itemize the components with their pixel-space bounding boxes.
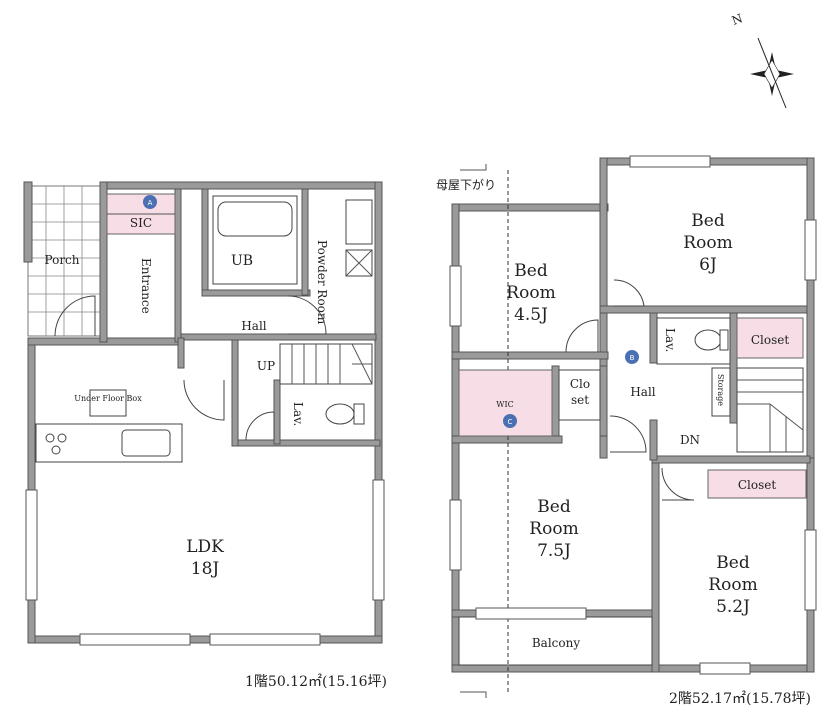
bed-6j-name: Bed	[691, 211, 725, 231]
balcony-label: Balcony	[532, 636, 580, 650]
hall-label-2f: Hall	[630, 385, 655, 399]
porch-label: Porch	[45, 253, 80, 267]
under-floor-box-label: Under Floor Box	[74, 394, 142, 403]
lav-label-2f: Lav.	[663, 328, 677, 352]
bed-7-5j-name: Bed	[537, 497, 571, 517]
bed-5-2j-size: 5.2J	[716, 597, 750, 617]
dn-label: DN	[680, 433, 700, 447]
closet-1-label: Closet	[751, 333, 790, 347]
sic-label: SIC	[130, 216, 152, 230]
entrance-label: Entrance	[139, 258, 153, 314]
ldk-size: 18J	[191, 559, 220, 579]
hall-label-1f: Hall	[241, 319, 266, 333]
storage-label: Storage	[716, 374, 725, 406]
closet-1	[736, 317, 804, 359]
porch-tiles	[23, 181, 103, 337]
washing-machine	[345, 199, 373, 245]
up-label: UP	[257, 359, 275, 373]
marker-b-label: B	[630, 354, 635, 362]
bed-7-5j-size: 7.5J	[537, 541, 571, 561]
bed-5-2j-name: Bed	[716, 553, 750, 573]
marker-c-label: C	[508, 418, 513, 426]
sink	[345, 249, 373, 277]
unit-bath	[212, 195, 298, 285]
floor-1: SIC A Porch Entrance UB Powder Room Hall	[23, 181, 387, 690]
bed-4-5j-name: Bed	[514, 261, 548, 281]
lav-label-1f: Lav.	[291, 402, 305, 426]
floor-2-note: 母屋下がり	[436, 177, 496, 192]
bed-4-5j-size: 4.5J	[514, 305, 548, 325]
wic-label: WIC	[496, 400, 514, 409]
closet-2	[707, 469, 807, 499]
marker-b-icon	[625, 350, 639, 364]
bed-6j-size: 6J	[699, 255, 717, 275]
bed-5-2j-name2: Room	[708, 575, 757, 595]
floor-2: 母屋下がり Bed Room 4.5J Bed Room 6J Lav. Clo…	[436, 155, 817, 707]
bed-4-5j-name2: Room	[506, 283, 555, 303]
powder-room-label: Powder Room	[315, 240, 329, 325]
closet-small-a: Clo	[570, 377, 590, 391]
bed-6j-name2: Room	[683, 233, 732, 253]
marker-c-icon	[503, 414, 517, 428]
floor-1-area: 1階50.12㎡(15.16坪)	[245, 674, 387, 690]
compass-north-label: N	[730, 11, 745, 28]
bed-7-5j-name2: Room	[529, 519, 578, 539]
floor-2-area: 2階52.17㎡(15.78坪)	[669, 691, 811, 707]
kitchen-counter	[35, 423, 183, 463]
ub-label: UB	[231, 253, 253, 269]
marker-a-icon	[143, 195, 157, 209]
closet-small-b: set	[571, 393, 589, 407]
marker-a-label: A	[148, 199, 153, 207]
ldk-label: LDK	[186, 537, 224, 557]
stairs-2f	[736, 367, 804, 453]
compass-icon: N	[730, 11, 794, 109]
stairs-1f	[279, 343, 373, 385]
floor-2-walls	[451, 157, 815, 673]
closet-2-label: Closet	[738, 478, 777, 492]
